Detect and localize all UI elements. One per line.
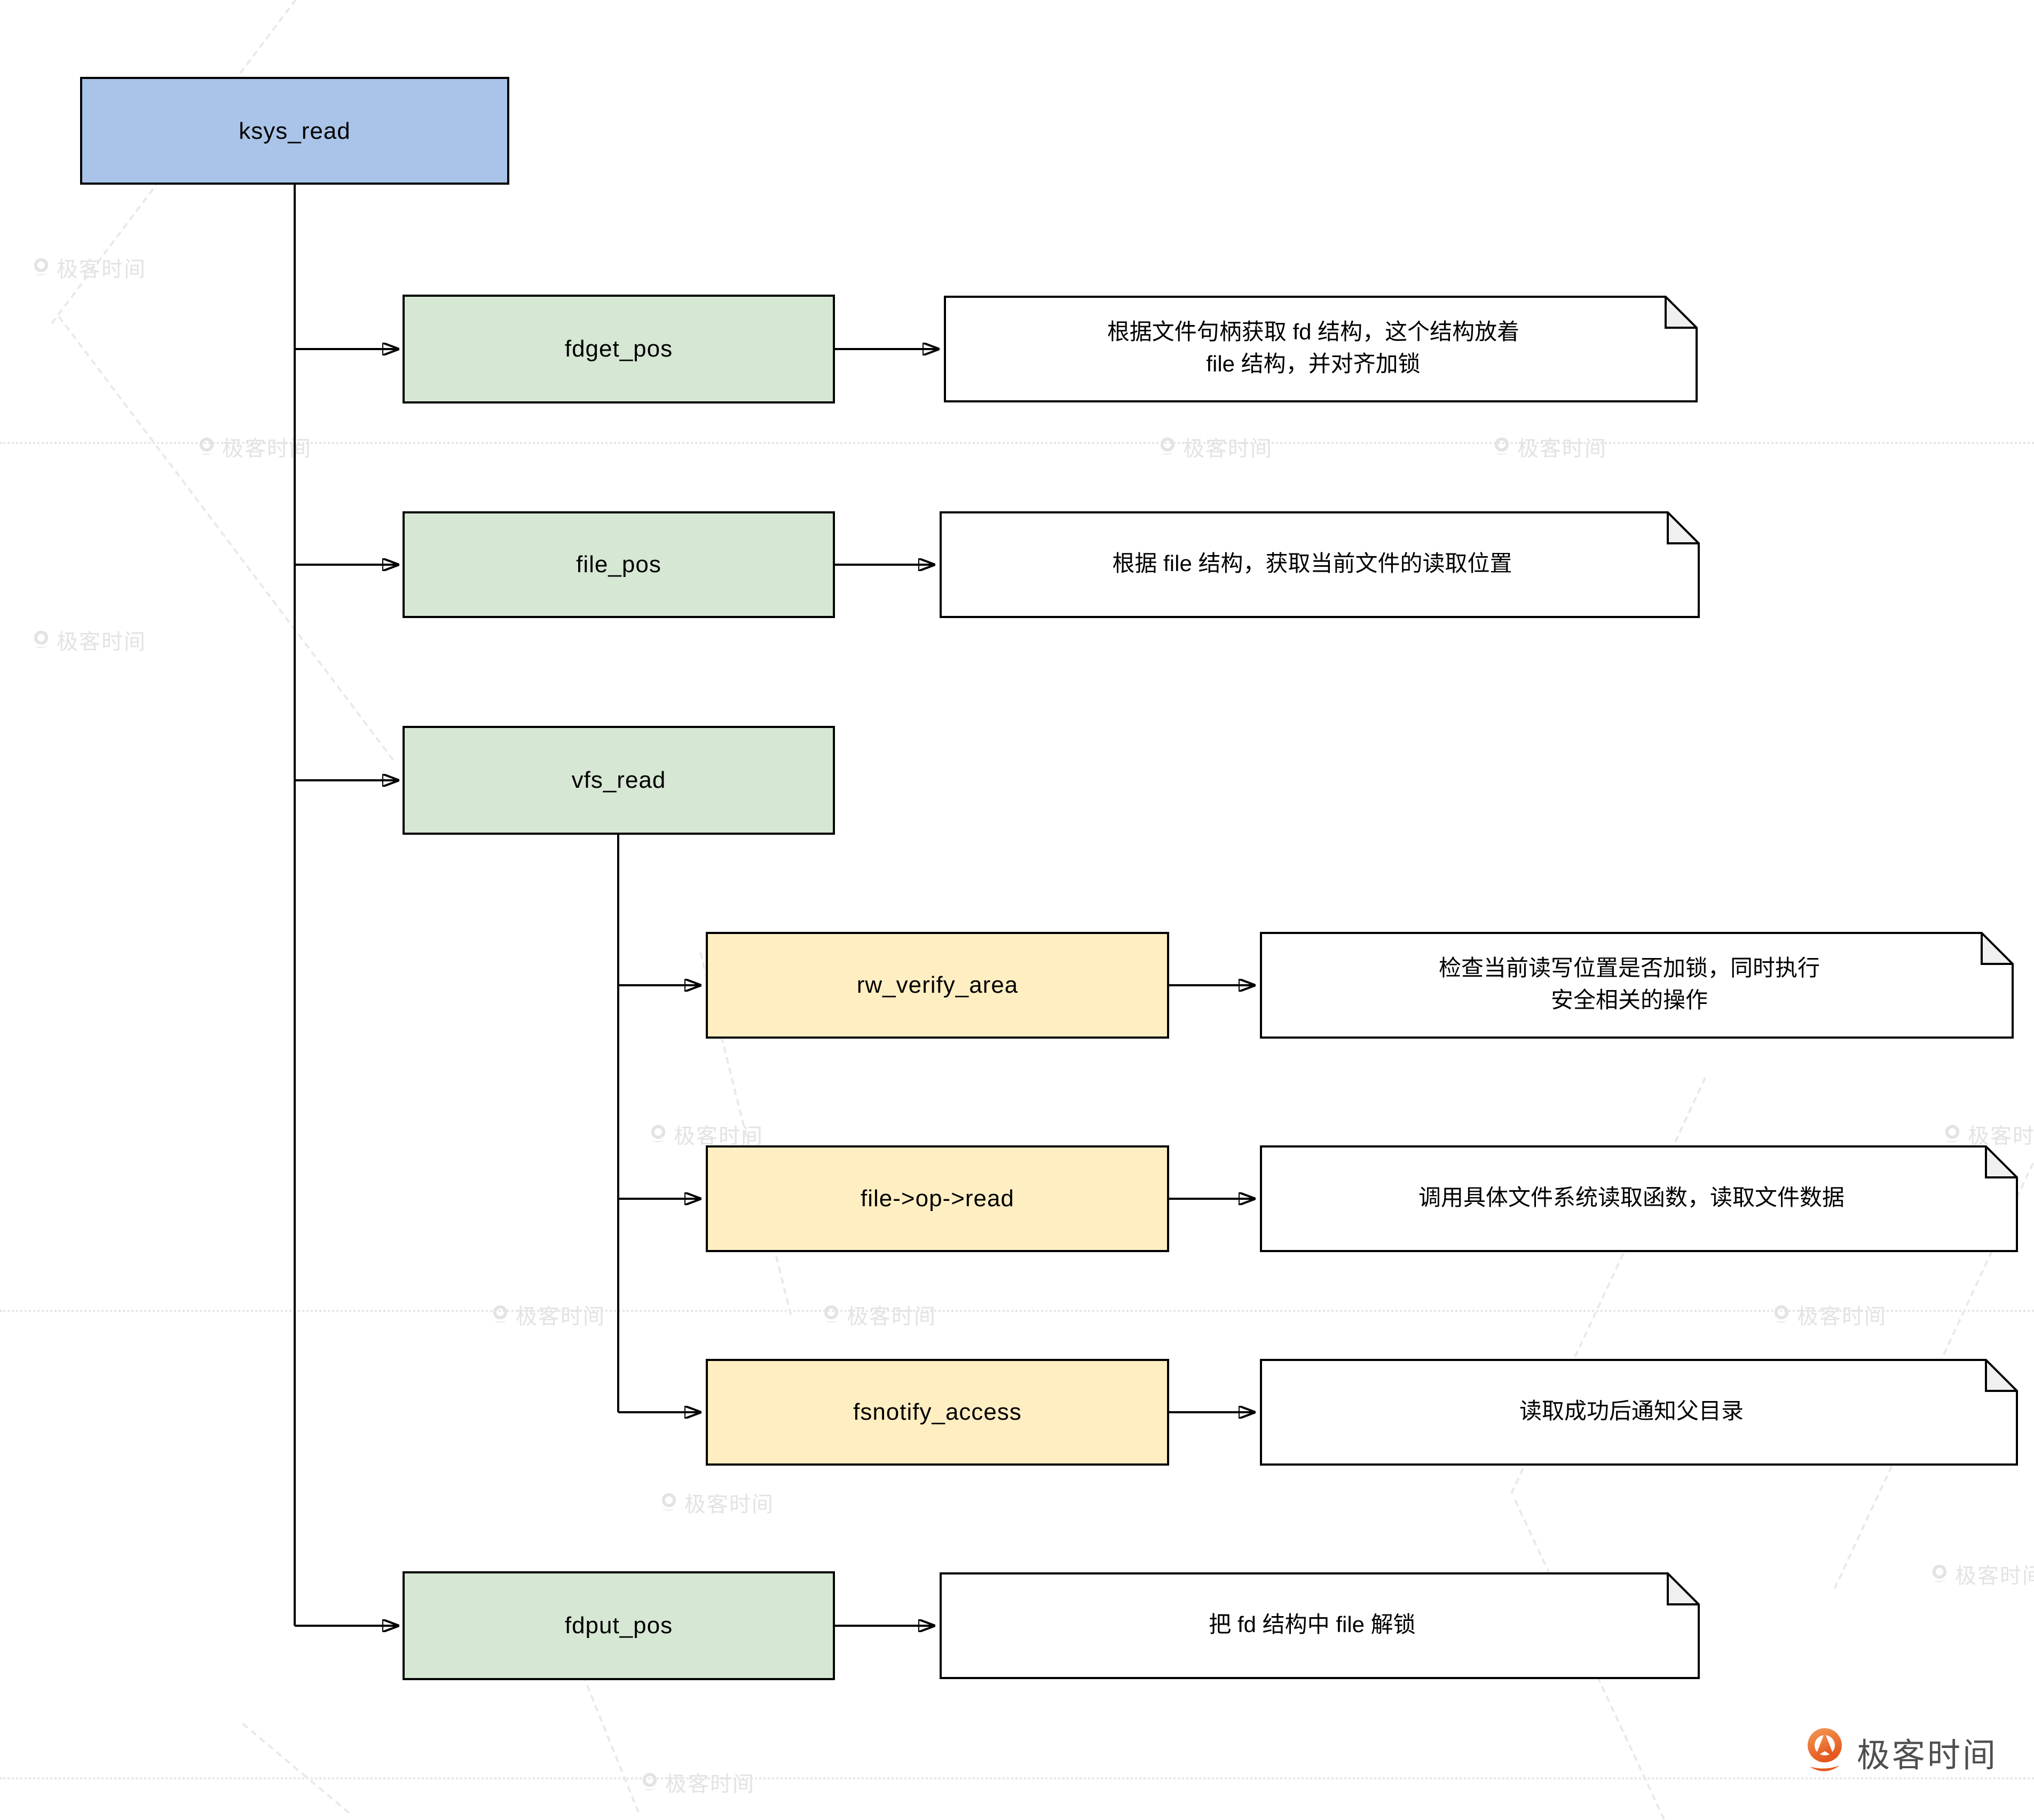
dotted-guide-line — [0, 1310, 2034, 1312]
note-text: file 结构，并对齐加锁 — [1206, 352, 1421, 377]
dashed-guide-line — [58, 316, 394, 761]
watermark: 极客时间 — [32, 624, 146, 655]
watermark: 极客时间 — [660, 1487, 774, 1518]
node-fdget-pos: fdget_pos — [403, 295, 835, 403]
watermark-label: 极客时间 — [847, 1305, 936, 1329]
note-file-pos: 根据 file 结构，获取当前文件的读取位置 — [940, 511, 1700, 618]
watermark-logo-icon — [661, 1493, 676, 1511]
watermark-label: 极客时间 — [222, 438, 312, 461]
brand-logo: 极客时间 — [1802, 1727, 1998, 1776]
watermark-logo-icon — [1774, 1305, 1789, 1323]
node-ksys-read: ksys_read — [80, 77, 509, 185]
watermark: 极客时间 — [1943, 1119, 2034, 1150]
note-fdget-pos: 根据文件句柄获取 fd 结构，这个结构放着 file 结构，并对齐加锁 — [944, 296, 1698, 402]
node-label: fdput_pos — [564, 1612, 673, 1639]
note-fold-corner-icon — [1981, 932, 2014, 965]
watermark-logo-icon — [34, 258, 49, 276]
note-text: 安全相关的操作 — [1551, 988, 1708, 1013]
watermark: 极客时间 — [1158, 431, 1273, 462]
node-label: ksys_read — [239, 117, 351, 144]
note-fold-corner-icon — [1667, 511, 1700, 544]
watermark-logo-icon — [1160, 437, 1175, 455]
watermark-logo-icon — [1932, 1564, 1947, 1582]
watermark-label: 极客时间 — [684, 1493, 774, 1517]
watermark-label: 极客时间 — [1968, 1125, 2034, 1149]
watermark-label: 极客时间 — [57, 258, 146, 282]
watermark-label: 极客时间 — [1955, 1565, 2034, 1588]
note-text: 读取成功后通知父目录 — [1519, 1399, 1744, 1424]
node-fdput-pos: fdput_pos — [403, 1571, 835, 1680]
watermark-logo-icon — [1494, 437, 1509, 455]
brand-name: 极客时间 — [1857, 1736, 1998, 1774]
node-label: fsnotify_access — [853, 1398, 1022, 1425]
node-label: file_pos — [576, 551, 661, 577]
watermark-logo-icon — [34, 630, 49, 648]
node-label: vfs_read — [571, 766, 666, 793]
watermark-label: 极客时间 — [1517, 438, 1607, 461]
watermark: 极客时间 — [641, 1767, 755, 1798]
node-label: fdget_pos — [564, 335, 673, 362]
watermark-logo-icon — [493, 1305, 508, 1323]
note-fold-corner-icon — [1667, 1572, 1700, 1605]
note-text: 根据 file 结构，获取当前文件的读取位置 — [1112, 551, 1512, 576]
note-fdput-pos: 把 fd 结构中 file 解锁 — [940, 1572, 1700, 1679]
node-label: rw_verify_area — [856, 971, 1019, 998]
geektime-logo-icon — [1808, 1728, 1842, 1771]
note-text: 把 fd 结构中 file 解锁 — [1209, 1612, 1416, 1637]
watermark: 极客时间 — [1493, 431, 1607, 462]
watermark-label: 极客时间 — [674, 1125, 763, 1149]
watermark-logo-icon — [642, 1772, 657, 1791]
watermark: 极客时间 — [32, 252, 146, 283]
watermark-label: 极客时间 — [665, 1773, 755, 1797]
dashed-guide-line — [242, 1723, 350, 1814]
watermark: 极客时间 — [1772, 1299, 1887, 1330]
note-text: 根据文件句柄获取 fd 结构，这个结构放着 — [1107, 320, 1520, 345]
watermark: 极客时间 — [822, 1299, 936, 1330]
note-fsnotify-access: 读取成功后通知父目录 — [1260, 1359, 2018, 1466]
note-text: 调用具体文件系统读取函数，读取文件数据 — [1418, 1185, 1844, 1210]
note-rw-verify-area: 检查当前读写位置是否加锁，同时执行 安全相关的操作 — [1260, 932, 2014, 1039]
watermark-logo-icon — [1945, 1125, 1960, 1143]
node-vfs-read: vfs_read — [403, 726, 835, 835]
node-label: file->op->read — [861, 1185, 1014, 1212]
watermark: 极客时间 — [1930, 1558, 2034, 1589]
node-fsnotify-access: fsnotify_access — [706, 1359, 1169, 1466]
watermark: 极客时间 — [649, 1119, 763, 1150]
note-text: 检查当前读写位置是否加锁，同时执行 — [1439, 956, 1820, 981]
watermark-logo-icon — [651, 1125, 666, 1143]
node-file-pos: file_pos — [403, 511, 835, 618]
note-fold-corner-icon — [1985, 1359, 2018, 1392]
node-rw-verify-area: rw_verify_area — [706, 932, 1169, 1039]
watermark-label: 极客时间 — [57, 631, 146, 654]
watermark-label: 极客时间 — [1183, 438, 1273, 461]
watermark: 极客时间 — [491, 1299, 605, 1330]
watermark-label: 极客时间 — [1797, 1305, 1887, 1329]
note-fold-corner-icon — [1665, 296, 1698, 329]
watermark-label: 极客时间 — [516, 1305, 605, 1329]
dotted-guide-line — [0, 1777, 2034, 1779]
note-fold-corner-icon — [1985, 1145, 2018, 1178]
watermark: 极客时间 — [198, 431, 312, 462]
note-file-op-read: 调用具体文件系统读取函数，读取文件数据 — [1260, 1145, 2018, 1252]
dotted-guide-line — [0, 442, 2034, 444]
watermark-logo-icon — [199, 437, 214, 455]
node-file-op-read: file->op->read — [706, 1145, 1169, 1252]
watermark-logo-icon — [824, 1305, 839, 1323]
